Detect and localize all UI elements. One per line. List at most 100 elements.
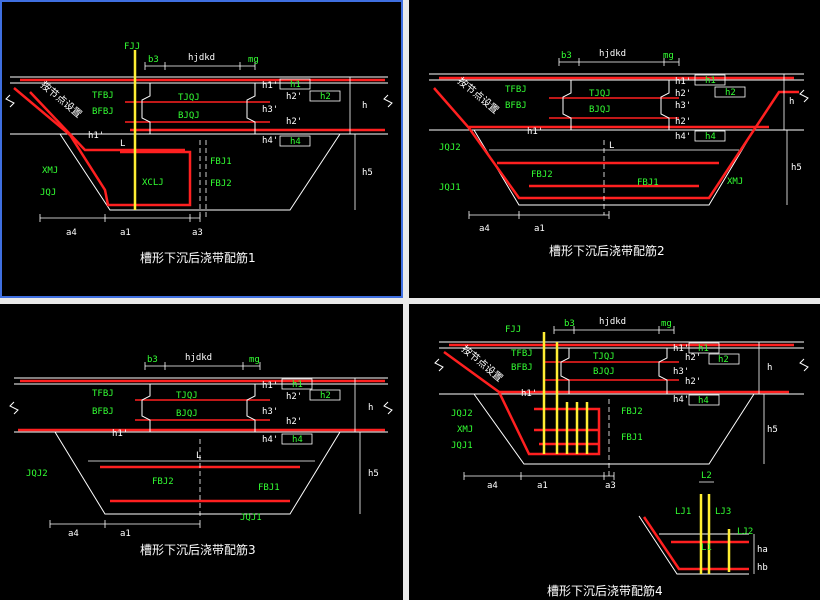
label-fbj1: FBJ1	[637, 178, 659, 188]
label-h5: h5	[791, 163, 802, 173]
caption-4: 槽形下沉后浇带配筋4	[547, 583, 663, 598]
label-a1: a1	[120, 228, 131, 238]
label-mg: mg	[248, 55, 259, 65]
label-xmj: XMJ	[457, 425, 473, 435]
label-jqj2: JQJ2	[439, 143, 461, 153]
label-jqj: JQJ	[40, 188, 56, 198]
label-fbj1: FBJ1	[621, 433, 643, 443]
caption-3: 槽形下沉后浇带配筋3	[140, 542, 256, 557]
label-h2p-b: h2'	[286, 417, 302, 427]
label-a1: a1	[120, 529, 131, 539]
label-a4: a4	[487, 481, 498, 491]
label-h2: h2	[320, 92, 331, 102]
label-tfbj: TFBJ	[511, 349, 533, 359]
label-h1: h1	[705, 76, 716, 86]
label-h4p: h4'	[673, 395, 689, 405]
label-h1p-left: h1'	[112, 429, 128, 439]
diagram-canvas-2: b3 hjdkd mg TFBJ BFBJ TJQJ BJQJ h1' h2' …	[429, 49, 809, 258]
label-fbj1: FBJ1	[210, 157, 232, 167]
label-h1p: h1'	[673, 344, 689, 354]
diagram-canvas-3: b3 hjdkd mg TFBJ BFBJ TJQJ BJQJ h1' h2' …	[9, 353, 393, 557]
label-h1: h1	[292, 380, 303, 390]
label-bjqj: BJQJ	[589, 105, 611, 115]
label-h1p-left: h1'	[521, 389, 537, 399]
label-jqj2: JQJ2	[451, 409, 473, 419]
label-a3: a3	[605, 481, 616, 491]
label-h: h	[767, 363, 772, 373]
label-fjj: FJJ	[505, 325, 521, 335]
label-h1p-left: h1'	[88, 131, 104, 141]
label-lj2: LJ2	[737, 527, 753, 537]
label-bfbj: BFBJ	[92, 107, 114, 117]
label-h: h	[362, 101, 367, 111]
label-bjqj: BJQJ	[176, 409, 198, 419]
label-node-setting: 按节点设置	[459, 342, 506, 384]
label-h4: h4	[698, 396, 709, 406]
label-bfbj: BFBJ	[511, 363, 533, 373]
label-tfbj: TFBJ	[505, 85, 527, 95]
label-h1p-left: h1'	[527, 127, 543, 137]
label-hjdkd: hjdkd	[599, 317, 626, 327]
label-a1: a1	[537, 481, 548, 491]
label-lj3: LJ3	[715, 507, 731, 517]
label-hjdkd: hjdkd	[188, 53, 215, 63]
label-h1: h1	[290, 80, 301, 90]
label-tjqj: TJQJ	[178, 93, 200, 103]
label-h2p-b: h2'	[685, 377, 701, 387]
label-h4: h4	[705, 132, 716, 142]
label-mg: mg	[661, 319, 672, 329]
label-fbj2: FBJ2	[531, 170, 553, 180]
label-a3: a3	[192, 228, 203, 238]
label-h5: h5	[368, 469, 379, 479]
label-tfbj: TFBJ	[92, 389, 114, 399]
label-tjqj: TJQJ	[593, 352, 615, 362]
label-tjqj: TJQJ	[589, 89, 611, 99]
label-L: L	[609, 141, 614, 151]
label-a1: a1	[534, 224, 545, 234]
label-ha: ha	[757, 545, 768, 555]
diagram-panel-2[interactable]: b3 hjdkd mg TFBJ BFBJ TJQJ BJQJ h1' h2' …	[409, 0, 820, 298]
label-mg: mg	[249, 355, 260, 365]
label-fbj2: FBJ2	[210, 179, 232, 189]
label-h3p: h3'	[675, 101, 691, 111]
label-tfbj: TFBJ	[92, 91, 114, 101]
label-h4: h4	[292, 435, 303, 445]
label-h2p: h2'	[685, 353, 701, 363]
label-h2: h2	[320, 391, 331, 401]
caption-1: 槽形下沉后浇带配筋1	[140, 250, 256, 265]
label-h4p: h4'	[675, 132, 691, 142]
label-h5: h5	[362, 168, 373, 178]
label-fbj2: FBJ2	[621, 407, 643, 417]
label-fjj: FJJ	[124, 42, 140, 52]
diagram-canvas-1: FJJ b3 hjdkd mg TFBJ BFBJ TJQJ BJQJ h1' …	[5, 42, 393, 265]
label-a4: a4	[479, 224, 490, 234]
label-h2p: h2'	[286, 392, 302, 402]
label-jqj1: JQJ1	[451, 441, 473, 451]
label-L: L	[120, 139, 125, 149]
label-h2: h2	[718, 355, 729, 365]
label-b3: b3	[561, 51, 572, 61]
label-fbj2: FBJ2	[152, 477, 174, 487]
label-h2p-b: h2'	[286, 117, 302, 127]
label-lj1: LJ1	[675, 507, 691, 517]
label-h: h	[789, 97, 794, 107]
label-bfbj: BFBJ	[505, 101, 527, 111]
label-L: L	[196, 451, 201, 461]
label-h2p: h2'	[675, 89, 691, 99]
label-h3p: h3'	[262, 105, 278, 115]
caption-2: 槽形下沉后浇带配筋2	[549, 243, 665, 258]
diagram-panel-4[interactable]: FJJ b3 hjdkd mg TFBJ BFBJ TJQJ BJQJ h1' …	[409, 304, 820, 600]
diagram-panel-1[interactable]: FJJ b3 hjdkd mg TFBJ BFBJ TJQJ BJQJ h1' …	[0, 0, 403, 298]
label-xmj: XMJ	[42, 166, 58, 176]
label-bjqj: BJQJ	[178, 111, 200, 121]
label-b3: b3	[147, 355, 158, 365]
label-hjdkd: hjdkd	[599, 49, 626, 59]
label-xmj: XMJ	[727, 177, 743, 187]
diagram-panel-3[interactable]: b3 hjdkd mg TFBJ BFBJ TJQJ BJQJ h1' h2' …	[0, 304, 403, 600]
label-h3p: h3'	[673, 367, 689, 377]
label-bfbj: BFBJ	[92, 407, 114, 417]
label-xclj: XCLJ	[142, 178, 164, 188]
label-h5: h5	[767, 425, 778, 435]
label-a4: a4	[66, 228, 77, 238]
label-b3: b3	[564, 319, 575, 329]
